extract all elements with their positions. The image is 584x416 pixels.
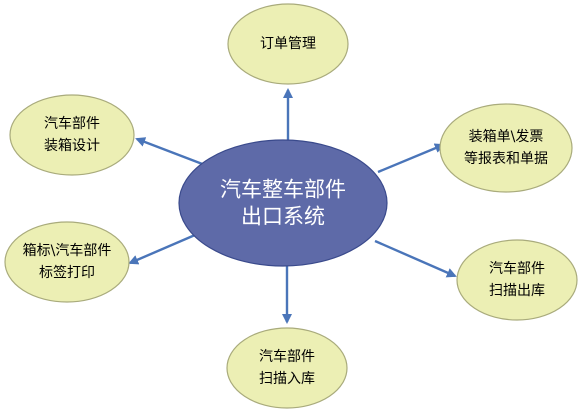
node-order-management: 订单管理 <box>227 3 349 85</box>
node-parts-scan-inbound-label-line: 汽车部件 <box>259 348 315 365</box>
node-parts-scan-inbound-label-line: 扫描入库 <box>259 371 315 387</box>
node-packing-design-shape <box>9 94 135 176</box>
arrow-to-label-print <box>128 233 196 265</box>
arrow-to-parts-scan-outbound <box>374 239 457 278</box>
node-parts-scan-outbound-label-line: 汽车部件 <box>489 260 545 277</box>
arrows-layer <box>128 88 457 324</box>
node-order-management-label-line: 订单管理 <box>260 36 316 52</box>
node-parts-scan-inbound-shape <box>226 327 348 409</box>
node-packing-design-label-line: 汽车部件 <box>44 115 100 132</box>
node-label-print-shape <box>4 221 130 303</box>
node-packing-list-invoice-label-line: 装箱单\发票 <box>469 129 544 145</box>
node-parts-scan-outbound-shape <box>456 239 578 321</box>
arrow-to-packing-design <box>135 137 206 167</box>
node-packing-list-invoice-shape <box>439 103 573 193</box>
central-system-node-shape <box>178 139 388 267</box>
node-parts-scan-outbound-label-line: 扫描出库 <box>489 283 545 299</box>
node-order-management-shape <box>227 3 349 85</box>
node-label-print-label-line: 箱标\汽车部件 <box>23 242 112 259</box>
central-system-node-label-line: 出口系统 <box>241 205 325 229</box>
node-packing-list-invoice-label-line: 等报表和单据 <box>464 150 548 167</box>
arrow-to-packing-list-invoice <box>377 143 445 174</box>
node-label-print-label-line: 标签打印 <box>39 264 95 281</box>
nodes-layer: 订单管理装箱单\发票等报表和单据汽车部件扫描出库汽车部件扫描入库箱标\汽车部件标… <box>4 3 578 409</box>
node-packing-design-label-line: 装箱设计 <box>44 138 100 154</box>
central-system-node-label-line: 汽车整车部件 <box>220 178 346 202</box>
